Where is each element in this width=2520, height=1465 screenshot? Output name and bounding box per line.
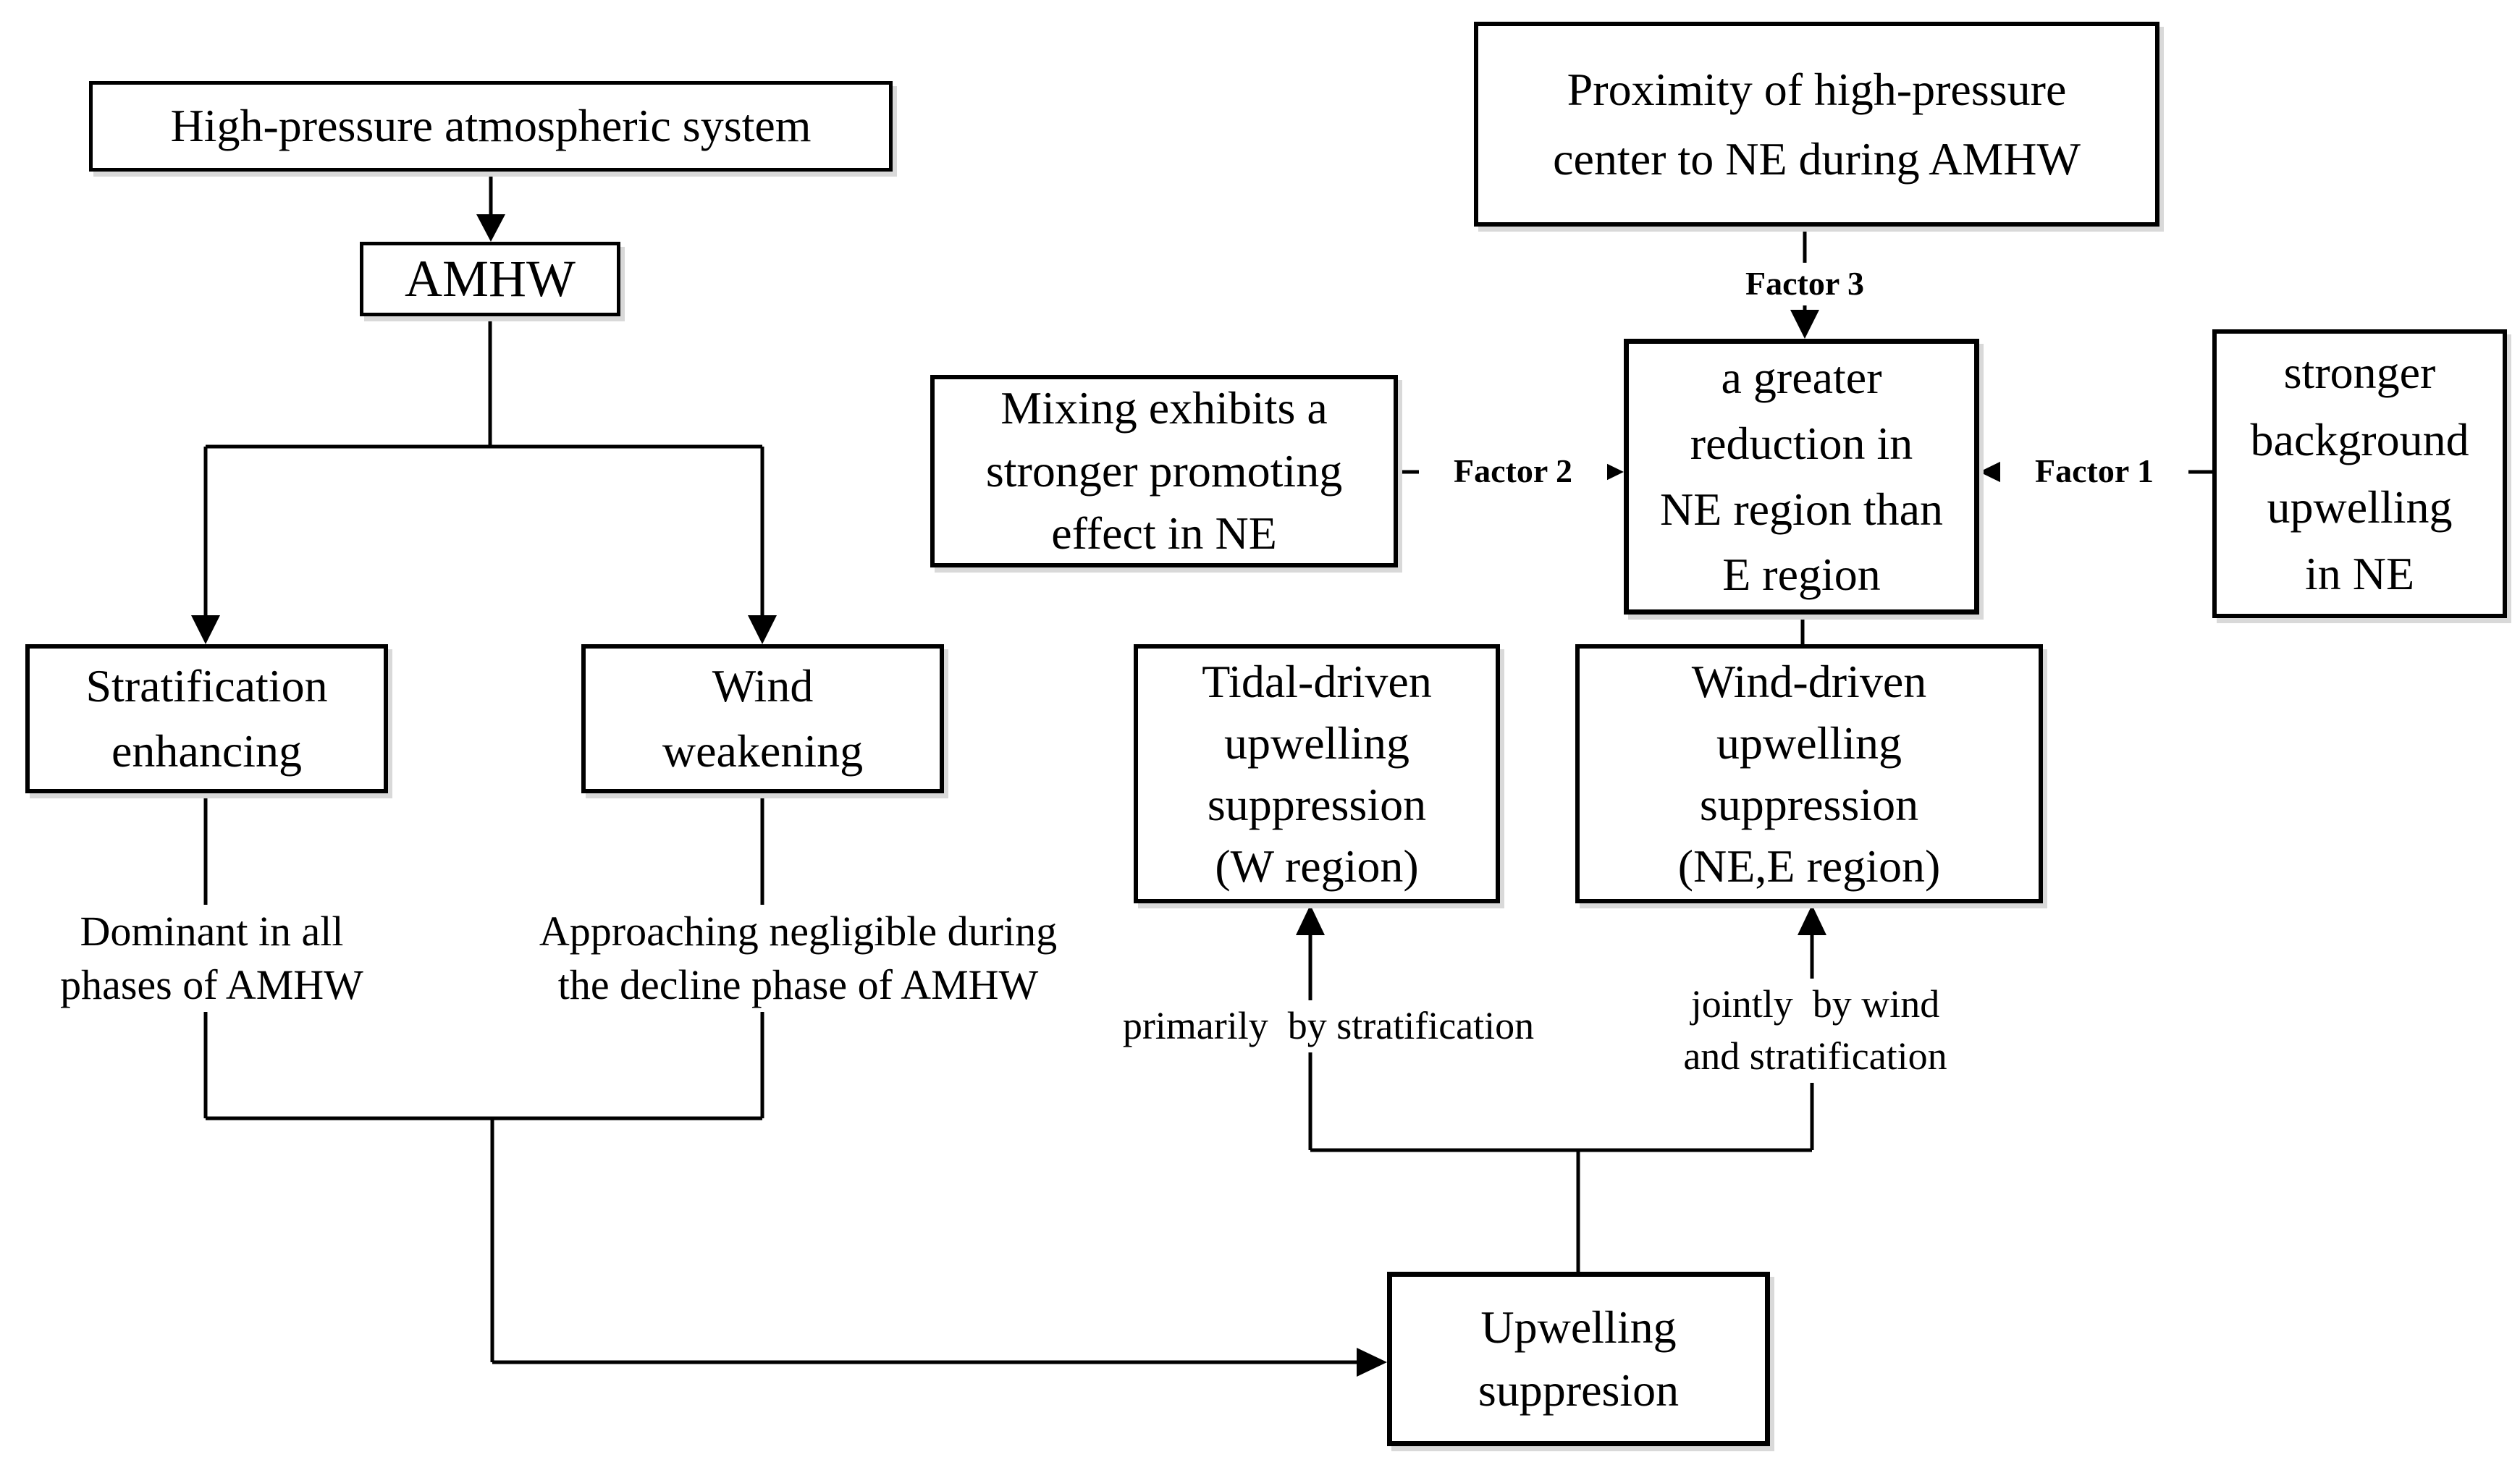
factor1-label: Factor 1 <box>2000 450 2188 493</box>
note-approaching-negligible: Approaching negligible during the declin… <box>467 905 1129 1013</box>
box-tidal-driven-suppression: Tidal-driven upwelling suppression (W re… <box>1134 644 1500 903</box>
note-jointly-by-wind: jointly by wind and stratification <box>1618 979 2013 1083</box>
box-wind-weakening: Wind weakening <box>581 644 944 793</box>
factor2-label: Factor 2 <box>1419 450 1607 493</box>
arrowhead-stratification <box>191 615 220 644</box>
box-upwelling-suppression: Upwelling suppresion <box>1387 1272 1770 1446</box>
box-greater-reduction-ne: a greater reduction in NE region than E … <box>1624 339 1979 615</box>
arrowhead-upwelling <box>1357 1348 1387 1377</box>
box-amhw: AMHW <box>360 242 620 316</box>
box-proximity-high-pressure-center: Proximity of high-pressure center to NE … <box>1474 22 2159 227</box>
arrowhead-amhw <box>476 214 505 242</box>
box-stronger-background-upwelling: stronger background upwelling in NE <box>2212 329 2507 618</box>
arrowhead-factor3 <box>1790 310 1819 339</box>
arrowhead-winddriven-up <box>1798 905 1826 935</box>
box-wind-driven-suppression: Wind-driven upwelling suppression (NE,E … <box>1575 644 2043 903</box>
arrowhead-windweakening <box>748 615 777 644</box>
box-stratification-enhancing: Stratification enhancing <box>25 644 388 793</box>
note-primarily-by-stratification: primarily by stratification <box>1079 1000 1578 1052</box>
arrowhead-tidal-up <box>1296 905 1325 935</box>
note-dominant-all-phases: Dominant in all phases of AMHW <box>14 905 409 1013</box>
factor3-label: Factor 3 <box>1711 263 1899 305</box>
box-mixing-promoting-effect: Mixing exhibits a stronger promoting eff… <box>930 375 1398 567</box>
box-high-pressure-system: High-pressure atmospheric system <box>89 81 893 172</box>
